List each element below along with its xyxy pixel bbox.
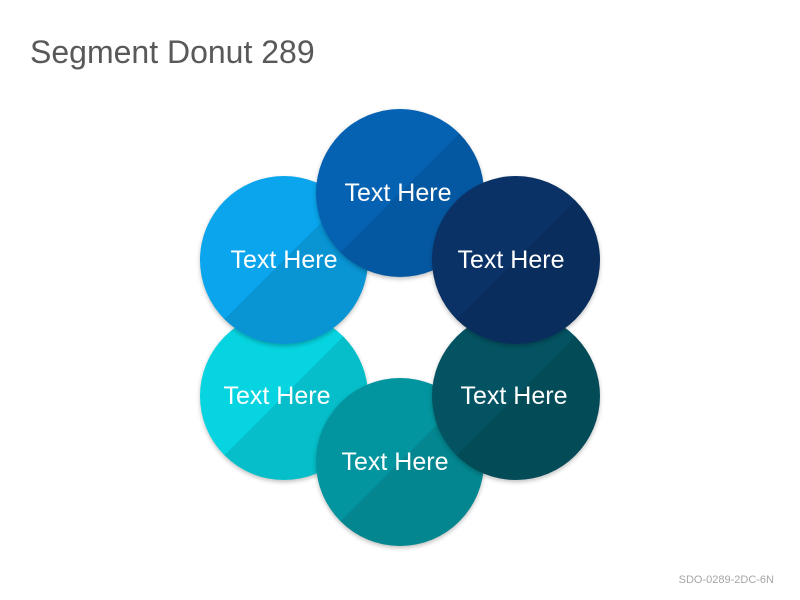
segment-label-1: Text Here	[344, 178, 452, 207]
segment-label-6: Text Here	[230, 245, 338, 274]
segment-shine	[432, 176, 600, 344]
segment-label-2: Text Here	[457, 245, 565, 274]
segment-label-3: Text Here	[460, 381, 568, 410]
segment-label-5: Text Here	[223, 381, 331, 410]
segment-circle-3: Text Here	[432, 312, 600, 480]
segment-circle-4: Text Here	[316, 378, 484, 546]
page-title: Segment Donut 289	[30, 34, 315, 70]
segment-label-4: Text Here	[341, 447, 449, 476]
segment-circle-2: Text Here	[432, 176, 600, 344]
slide-code: SDO-0289-2DC-6N	[678, 574, 774, 586]
